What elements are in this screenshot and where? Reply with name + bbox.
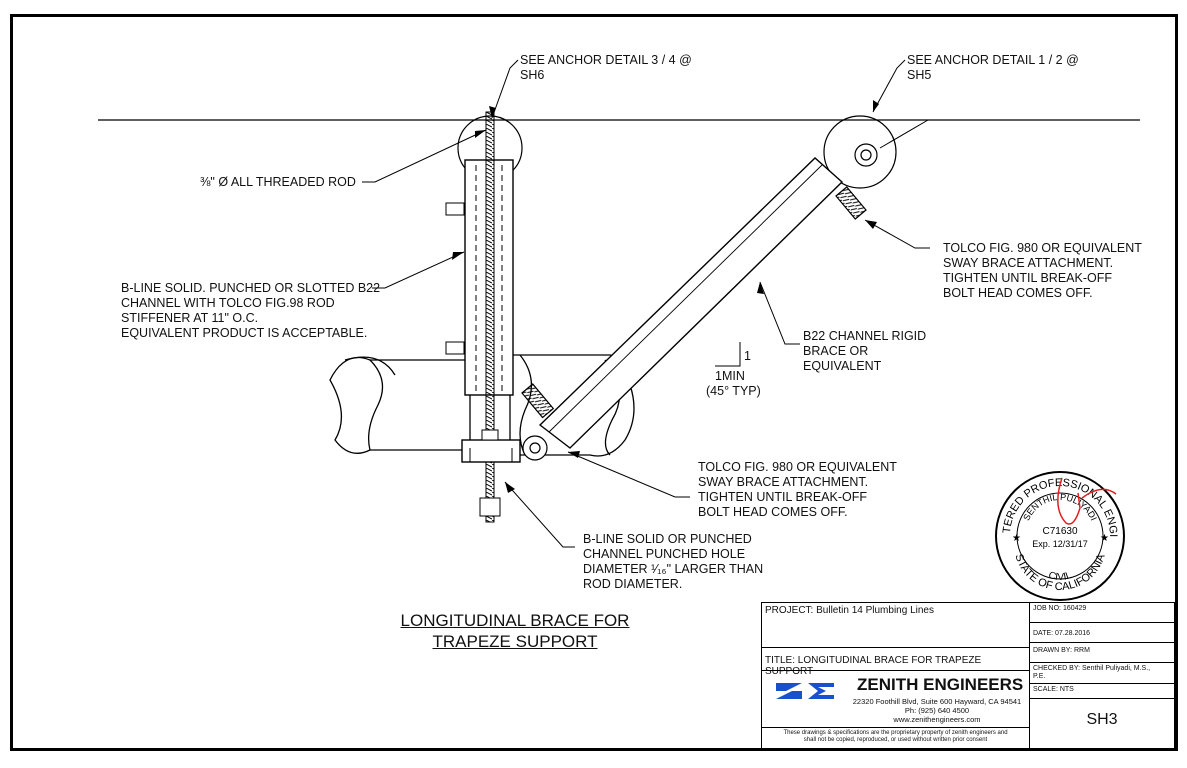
note-anchor-left: SEE ANCHOR DETAIL 3 / 4 @ SH6: [520, 53, 692, 82]
stiffener-nut-top: [445, 202, 465, 216]
sheet-number: SH3: [1086, 711, 1118, 728]
job-no-cell: JOB NO: 160429: [1029, 602, 1175, 623]
stiffener-nut-bottom: [445, 341, 465, 355]
title-cell: TITLE: LONGITUDINAL BRACE FOR TRAPEZE SU…: [761, 647, 1030, 677]
note-bline-channel: B-LINE SOLID. PUNCHED OR SLOTTED B22 CHA…: [121, 281, 381, 340]
anchor-circle-right: [823, 115, 897, 189]
date-cell: DATE: 07.28.2016: [1029, 622, 1175, 643]
pipe-left: [329, 356, 471, 454]
note-bline-hole: B-LINE SOLID OR PUNCHED CHANNEL PUNCHED …: [583, 532, 764, 591]
scale-cell: SCALE: NTS: [1029, 683, 1175, 699]
drawing-title: LONGITUDINAL BRACE FOR TRAPEZE SUPPORT: [380, 610, 650, 652]
drawing-sheet-border: [10, 14, 1178, 751]
project-cell: PROJECT: Bulletin 14 Plumbing Lines: [761, 602, 1030, 648]
note-tolco-lower: TOLCO FIG. 980 OR EQUIVALENT SWAY BRACE …: [698, 460, 897, 519]
company-website: www.zenithengineers.com: [893, 715, 981, 724]
leader-lines: [362, 59, 930, 548]
trapeze-channel: [461, 439, 521, 463]
company-phone: Ph: (925) 640 4500: [904, 706, 970, 715]
bottom-nut: [479, 497, 501, 517]
note-tolco-upper: TOLCO FIG. 980 OR EQUIVALENT SWAY BRACE …: [943, 241, 1142, 300]
disclaimer-cell: These drawings & specifications are the …: [761, 727, 1030, 750]
signature: [1057, 477, 1117, 525]
brace-attachment-upper: [835, 119, 929, 220]
company-address: 22320 Foothill Blvd, Suite 600 Hayward, …: [852, 697, 1022, 706]
drawn-by-cell: DRAWN BY: RRM: [1029, 642, 1175, 663]
slope-run-label: 1MIN: [715, 369, 745, 383]
drawing-title-line-2: TRAPEZE SUPPORT: [432, 632, 598, 651]
svg-text:Exp. 12/31/17: Exp. 12/31/17: [1032, 539, 1088, 549]
svg-text:★: ★: [1100, 533, 1109, 544]
checked-by-cell: CHECKED BY: Senthil Puliyadi, M.S., P.E.: [1029, 662, 1175, 684]
company-cell: ZENITH ENGINEERS 22320 Foothill Blvd, Su…: [761, 670, 1030, 728]
svg-text:★: ★: [1012, 533, 1021, 544]
company-name: ZENITH ENGINEERS: [857, 675, 1024, 694]
diagonal-brace: [538, 157, 844, 449]
engineer-stamp: REGISTERED PROFESSIONAL ENGINEER SENTHIL…: [992, 468, 1125, 601]
title-block: PROJECT: Bulletin 14 Plumbing Lines TITL…: [761, 602, 1175, 750]
note-anchor-right: SEE ANCHOR DETAIL 1 / 2 @ SH5: [907, 53, 1079, 82]
slope-rise-label: 1: [744, 349, 751, 363]
slope-symbol: [715, 342, 741, 367]
svg-text:CIVIL: CIVIL: [1047, 570, 1074, 583]
brace-attachment-lower: [521, 383, 555, 461]
note-threaded-rod: ⅜" Ø ALL THREADED ROD: [200, 175, 356, 189]
note-b22-brace: B22 CHANNEL RIGID BRACE OR EQUIVALENT: [803, 329, 927, 373]
drawing-title-line-1: LONGITUDINAL BRACE FOR: [400, 611, 630, 630]
threaded-rod: [485, 111, 495, 523]
slope-angle-label: (45° TYP): [706, 384, 761, 398]
zenith-logo-icon: [776, 683, 834, 699]
svg-text:C71630: C71630: [1042, 526, 1077, 537]
sheet-cell: SH3: [1029, 698, 1175, 750]
